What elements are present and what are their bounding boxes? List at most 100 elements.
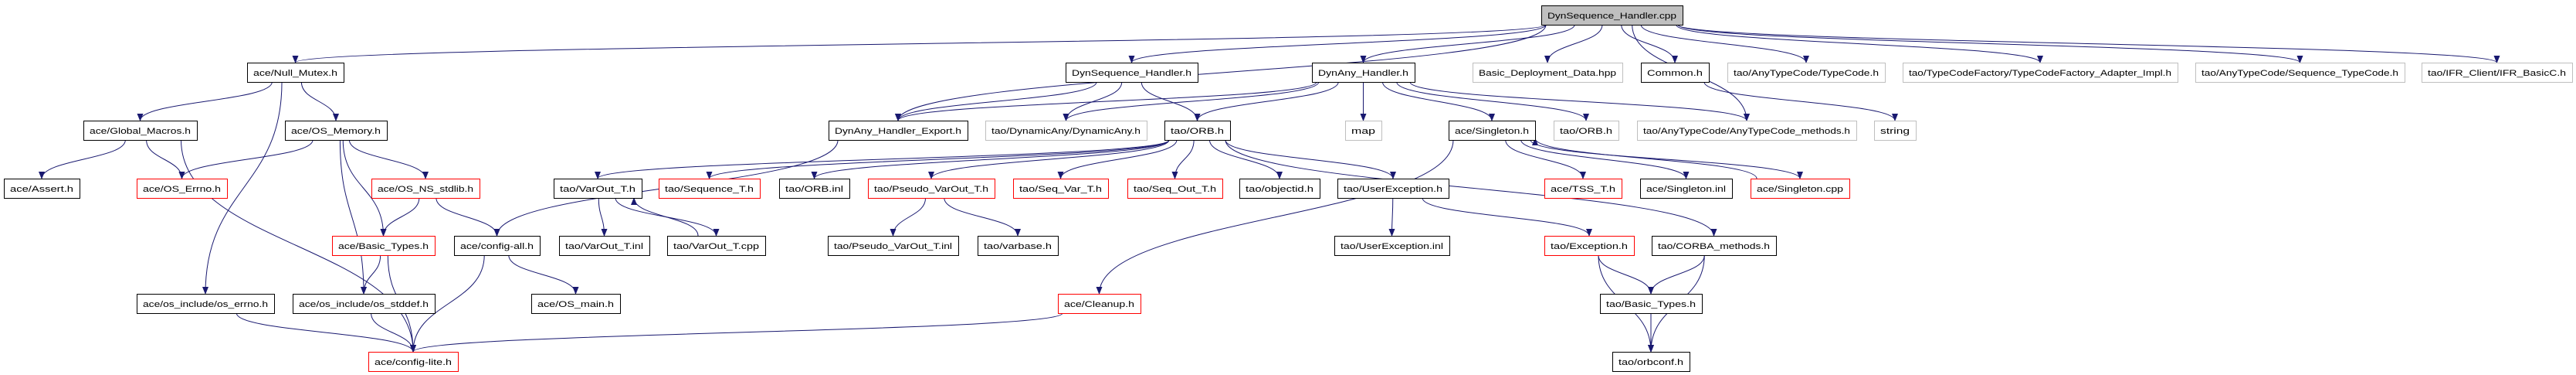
node-sequence-t[interactable]: tao/Sequence_T.h <box>659 179 761 199</box>
node-box <box>1541 5 1683 26</box>
node-box <box>2422 63 2573 83</box>
edge-cpp-to-common <box>1621 24 1678 63</box>
node-box <box>1473 63 1623 83</box>
node-tao-basic-types[interactable]: tao/Basic_Types.h <box>1600 294 1703 314</box>
edge-orb-h-to-corba-methods <box>1225 139 1717 237</box>
edge-cpp-to-null-mutex <box>293 24 1547 63</box>
edge-os-errno-inc-to-config-lite <box>236 312 416 353</box>
node-os-errno-h[interactable]: ace/OS_Errno.h <box>137 179 228 199</box>
node-orb-h-ext[interactable]: tao/ORB.h <box>1554 121 1619 141</box>
node-os-stddef[interactable]: ace/os_include/os_stddef.h <box>293 294 436 314</box>
node-label: tao/CORBA_methods.h <box>1658 242 1770 251</box>
node-box <box>978 236 1059 256</box>
node-seq-out[interactable]: tao/Seq_Out_T.h <box>1127 179 1223 199</box>
node-singleton-h[interactable]: ace/Singleton.h <box>1449 121 1536 141</box>
edge-cpp-to-ifr <box>1677 24 2500 63</box>
node-varout-inl[interactable]: tao/VarOut_T.inl <box>559 236 650 256</box>
node-label: tao/TypeCodeFactory/TypeCodeFactory_Adap… <box>1909 69 2171 78</box>
node-label: tao/UserException.h <box>1344 185 1442 194</box>
node-os-memory[interactable]: ace/OS_Memory.h <box>285 121 388 141</box>
node-objectid[interactable]: tao/objectid.h <box>1239 179 1320 199</box>
edge-config-all-to-config-lite <box>410 254 485 353</box>
node-label: tao/Basic_Types.h <box>1606 300 1696 309</box>
node-os-ns-stdlib[interactable]: ace/OS_NS_stdlib.h <box>371 179 480 199</box>
node-exception[interactable]: tao/Exception.h <box>1544 236 1635 256</box>
node-config-lite[interactable]: ace/config-lite.h <box>368 352 459 372</box>
node-tcf[interactable]: tao/TypeCodeFactory/TypeCodeFactory_Adap… <box>1903 63 2178 83</box>
node-box <box>137 294 275 314</box>
node-config-all[interactable]: ace/config-all.h <box>454 236 541 256</box>
node-varbase[interactable]: tao/varbase.h <box>978 236 1059 256</box>
node-label: ace/Singleton.inl <box>1646 185 1726 194</box>
node-box <box>247 63 344 83</box>
node-dsh-h[interactable]: DynSequence_Handler.h <box>1066 63 1198 83</box>
node-box <box>828 236 959 256</box>
node-label: ace/Global_Macros.h <box>90 127 191 136</box>
edge-dsh-h-to-export <box>895 81 1097 121</box>
node-string[interactable]: string <box>1874 121 1917 141</box>
edge-null-mutex-to-global-macros <box>137 81 273 121</box>
node-varout-cpp[interactable]: tao/VarOut_T.cpp <box>667 236 766 256</box>
node-singleton-cpp[interactable]: ace/Singleton.cpp <box>1751 179 1850 199</box>
edge-os-ns-stdlib-to-config-all <box>436 197 500 237</box>
node-label: tao/Seq_Var_T.h <box>1019 185 1102 194</box>
edge-os-memory-to-os-ns-stdlib <box>348 139 429 179</box>
node-export[interactable]: DynAny_Handler_Export.h <box>829 121 968 141</box>
edge-cpp-to-dsh-h <box>1128 24 1547 63</box>
node-box <box>368 352 459 372</box>
node-label: tao/orbconf.h <box>1618 358 1683 367</box>
node-box <box>1544 236 1635 256</box>
node-box <box>1652 236 1777 256</box>
edge-singleton-h-to-singleton-cpp <box>1530 139 1803 179</box>
node-seqtc[interactable]: tao/AnyTypeCode/Sequence_TypeCode.h <box>2195 63 2405 83</box>
node-orbconf[interactable]: tao/orbconf.h <box>1612 352 1690 372</box>
node-box <box>1058 294 1141 314</box>
node-dynamicany[interactable]: tao/DynamicAny/DynamicAny.h <box>985 121 1147 141</box>
node-null-mutex[interactable]: ace/Null_Mutex.h <box>247 63 344 83</box>
edge-dah-h-to-orb-h-ext <box>1396 81 1589 121</box>
node-box <box>1554 121 1619 141</box>
node-label: ace/os_include/os_stddef.h <box>299 300 429 309</box>
node-map[interactable]: map <box>1345 121 1382 141</box>
node-dah-h[interactable]: DynAny_Handler.h <box>1312 63 1415 83</box>
node-bdd[interactable]: Basic_Deployment_Data.hpp <box>1473 63 1623 83</box>
node-box <box>1345 121 1382 141</box>
node-atc-methods[interactable]: tao/AnyTypeCode/AnyTypeCode_methods.h <box>1637 121 1857 141</box>
node-label: ace/OS_Memory.h <box>291 127 381 136</box>
edge-varout-h-to-varout-inl <box>598 197 608 237</box>
edge-dah-h-to-singleton-h <box>1381 81 1495 121</box>
node-label: tao/VarOut_T.h <box>560 185 636 194</box>
node-userexc-h[interactable]: tao/UserException.h <box>1337 179 1449 199</box>
edge-dah-h-to-export <box>895 81 1317 121</box>
edge-os-memory-to-os-stddef <box>339 139 367 295</box>
node-box <box>83 121 198 141</box>
node-cleanup[interactable]: ace/Cleanup.h <box>1058 294 1141 314</box>
edge-pseudo-h-to-pseudo-inl <box>890 197 927 237</box>
node-assert[interactable]: ace/Assert.h <box>4 179 80 199</box>
edge-orb-h-to-varout-h <box>595 139 1170 179</box>
node-common[interactable]: Common.h <box>1641 63 1710 83</box>
node-os-main[interactable]: ace/OS_main.h <box>531 294 621 314</box>
node-ifr[interactable]: tao/IFR_Client/IFR_BasicC.h <box>2422 63 2573 83</box>
node-orb-h[interactable]: tao/ORB.h <box>1164 121 1231 141</box>
node-seq-var[interactable]: tao/Seq_Var_T.h <box>1013 179 1109 199</box>
node-userexc-inl[interactable]: tao/UserException.inl <box>1334 236 1450 256</box>
node-tss[interactable]: ace/TSS_T.h <box>1544 179 1622 199</box>
node-typecode[interactable]: tao/AnyTypeCode/TypeCode.h <box>1727 63 1886 83</box>
node-box <box>559 236 650 256</box>
node-orb-inl[interactable]: tao/ORB.inl <box>779 179 850 199</box>
node-pseudo-h[interactable]: tao/Pseudo_VarOut_T.h <box>868 179 995 199</box>
node-box <box>1874 121 1917 141</box>
node-corba-methods[interactable]: tao/CORBA_methods.h <box>1652 236 1777 256</box>
node-box <box>1612 352 1690 372</box>
node-label: ace/Assert.h <box>10 185 73 194</box>
node-cpp[interactable]: DynSequence_Handler.cpp <box>1541 5 1683 26</box>
node-os-errno-inc[interactable]: ace/os_include/os_errno.h <box>137 294 275 314</box>
node-label: tao/VarOut_T.inl <box>565 242 643 251</box>
node-singleton-inl[interactable]: ace/Singleton.inl <box>1640 179 1733 199</box>
node-varout-h[interactable]: tao/VarOut_T.h <box>554 179 642 199</box>
node-box <box>868 179 995 199</box>
node-ace-basic-types[interactable]: ace/Basic_Types.h <box>332 236 436 256</box>
node-pseudo-inl[interactable]: tao/Pseudo_VarOut_T.inl <box>828 236 959 256</box>
node-global-macros[interactable]: ace/Global_Macros.h <box>83 121 198 141</box>
